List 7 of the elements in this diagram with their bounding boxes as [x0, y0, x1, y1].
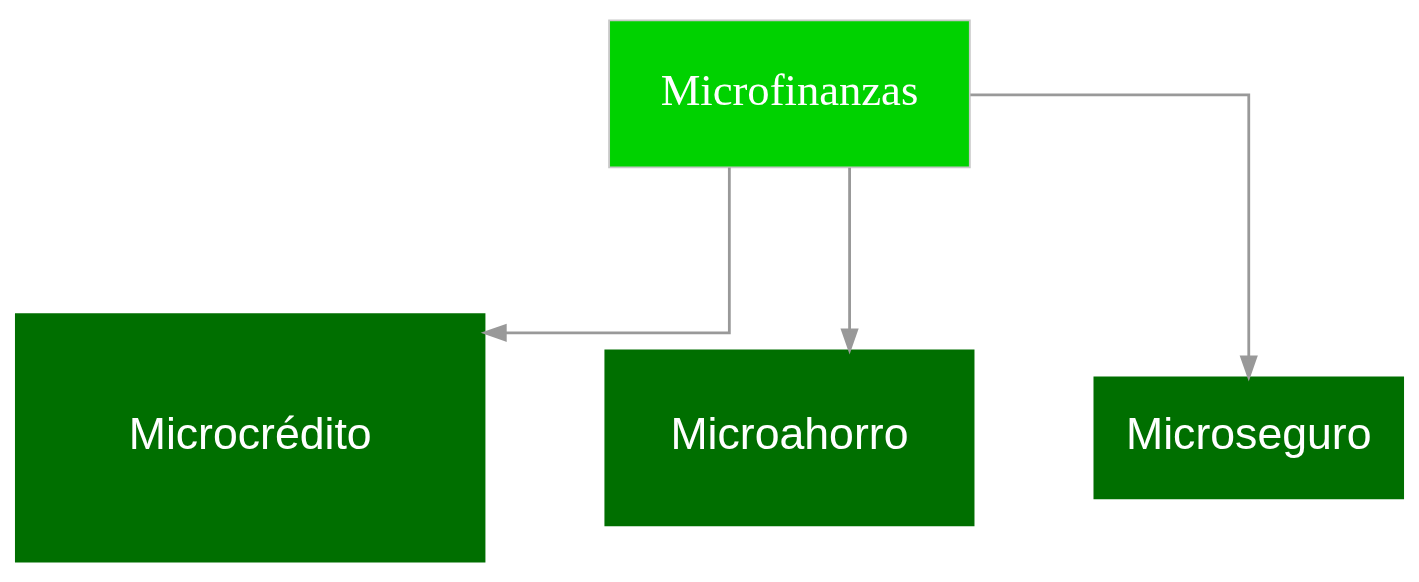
node-box: Microseguro: [1093, 376, 1405, 500]
arrow: [480, 167, 731, 342]
arrow: [840, 167, 859, 355]
node-box: Microahorro: [604, 349, 975, 527]
arrow: [970, 93, 1258, 382]
node-box: Microcrédito: [14, 313, 486, 563]
node-box: Microfinanzas: [608, 19, 971, 169]
